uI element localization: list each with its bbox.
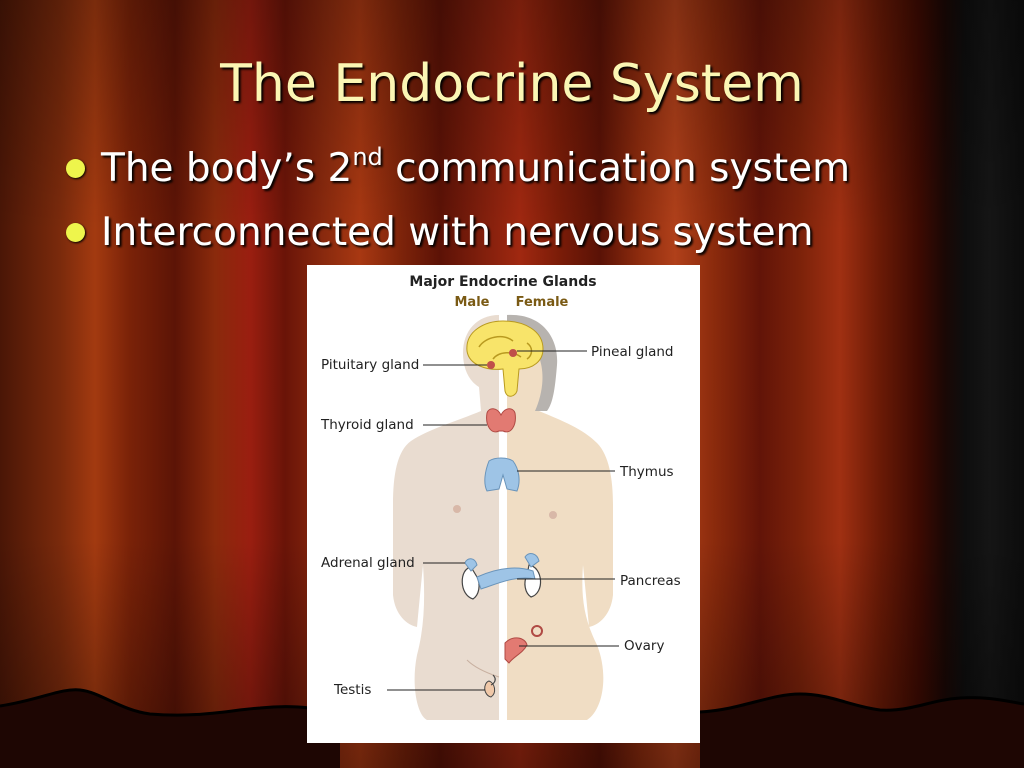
- ovary: [504, 637, 528, 664]
- pituitary-gland: [487, 361, 495, 369]
- adrenal-gland: [464, 558, 478, 572]
- female-body: [507, 315, 613, 720]
- male-subtitle: Male: [455, 295, 490, 310]
- label-adrenal: Adrenal gland: [321, 555, 415, 571]
- pineal-gland: [509, 349, 517, 357]
- label-testis: Testis: [333, 682, 371, 698]
- label-pituitary: Pituitary gland: [321, 357, 419, 373]
- label-thymus: Thymus: [619, 464, 674, 480]
- bullet-dot-icon: [66, 158, 85, 178]
- female-subtitle: Female: [516, 295, 569, 310]
- endocrine-glands-diagram: Major Endocrine Glands Male Female: [307, 265, 700, 743]
- bullet-item: Interconnected with nervous system: [60, 200, 850, 264]
- stage-floor: [0, 688, 1024, 768]
- thymus: [484, 457, 520, 492]
- thyroid-gland: [486, 408, 516, 433]
- label-pancreas: Pancreas: [620, 573, 681, 589]
- bullet-item: The body’s 2nd communication system: [60, 136, 850, 200]
- bullet-text: The body’s 2nd communication system: [101, 143, 851, 191]
- diagram-title: Major Endocrine Glands: [409, 274, 596, 290]
- male-body: [393, 315, 499, 720]
- label-pineal: Pineal gland: [591, 344, 674, 360]
- label-ovary: Ovary: [624, 638, 664, 654]
- bullet-text: Interconnected with nervous system: [101, 209, 814, 255]
- bullet-list: The body’s 2nd communication system Inte…: [60, 136, 850, 264]
- bullet-dot-icon: [66, 222, 85, 242]
- label-thyroid: Thyroid gland: [320, 417, 414, 433]
- slide-title: The Endocrine System: [220, 54, 804, 114]
